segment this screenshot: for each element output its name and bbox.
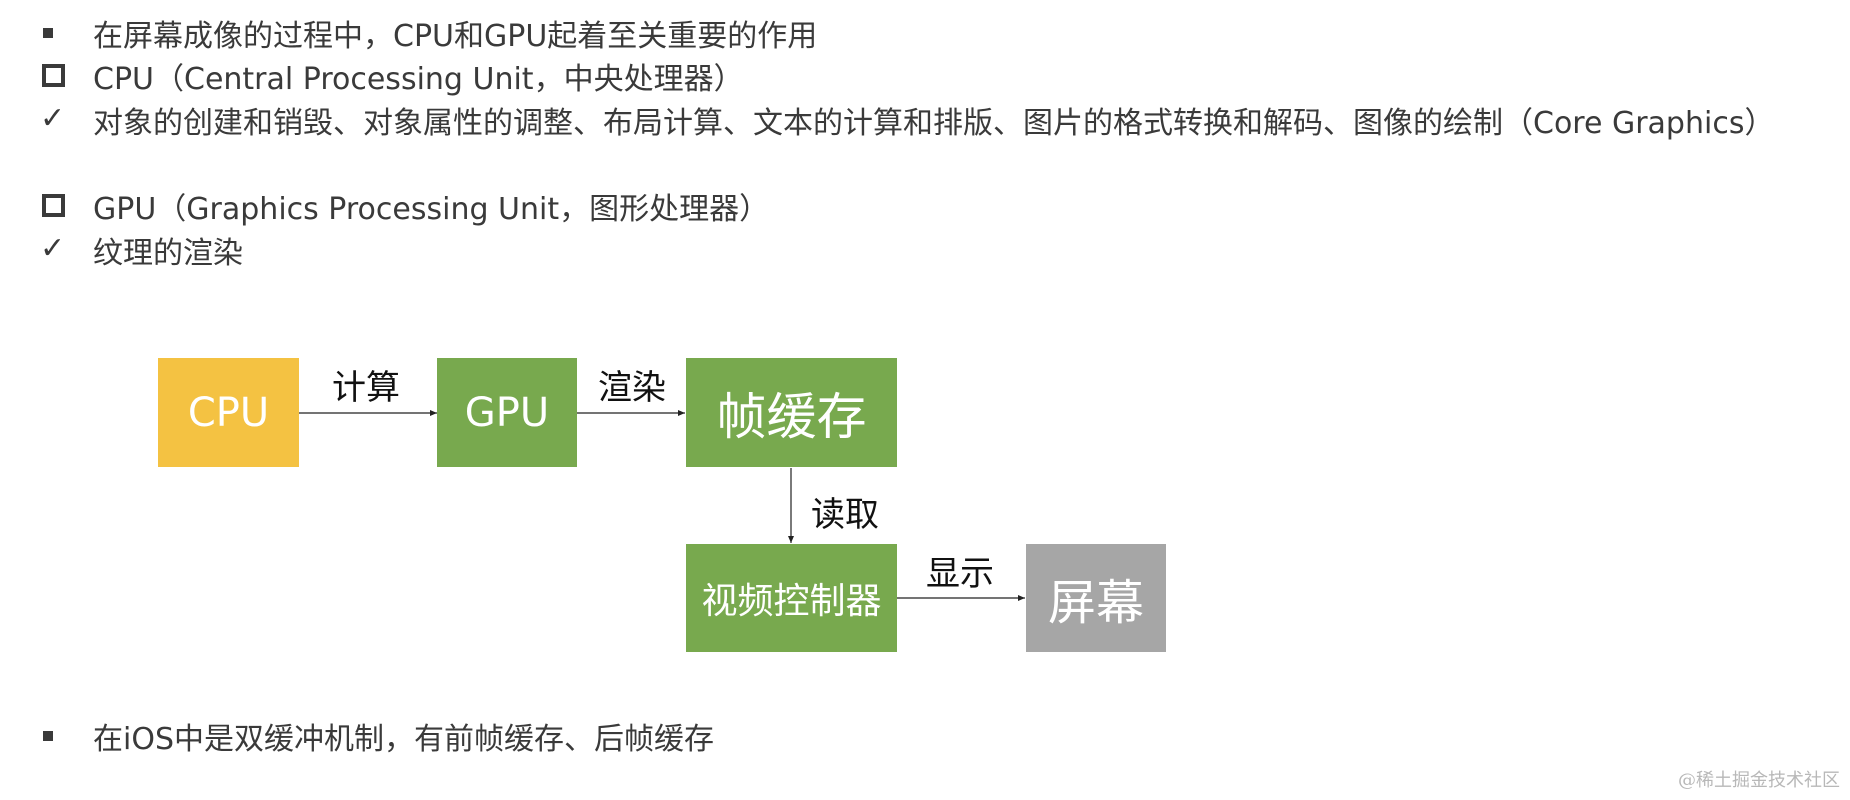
gpu-node: GPU — [437, 358, 577, 467]
hollow-square-icon — [42, 194, 65, 217]
hollow-square-icon — [42, 64, 65, 87]
cpu-node: CPU — [158, 358, 299, 467]
screen-node: 屏幕 — [1026, 544, 1166, 652]
framebuffer-node: 帧缓存 — [686, 358, 897, 467]
small-square-icon — [43, 28, 53, 38]
check-icon: ✓ — [40, 231, 66, 266]
edge-label-render: 渲染 — [598, 368, 666, 408]
bullet-text: 对象的创建和销毁、对象属性的调整、布局计算、文本的计算和排版、图片的格式转换和解… — [93, 106, 1775, 141]
bullet-text: 纹理的渲染 — [93, 236, 243, 271]
video-controller-node: 视频控制器 — [686, 544, 897, 652]
watermark: @稀土掘金技术社区 — [1678, 770, 1840, 791]
bullet-text: GPU（Graphics Processing Unit，图形处理器） — [93, 192, 770, 227]
bullet-text: 在屏幕成像的过程中，CPU和GPU起着至关重要的作用 — [93, 19, 818, 54]
bullet-text: 在iOS中是双缓冲机制，有前帧缓存、后帧缓存 — [93, 722, 714, 757]
check-icon: ✓ — [40, 101, 66, 136]
edge-label-compute: 计算 — [332, 368, 400, 408]
edge-label-read: 读取 — [811, 495, 879, 535]
bullet-text: CPU（Central Processing Unit，中央处理器） — [93, 62, 744, 97]
edge-label-display: 显示 — [926, 554, 994, 594]
small-square-icon — [43, 731, 53, 741]
